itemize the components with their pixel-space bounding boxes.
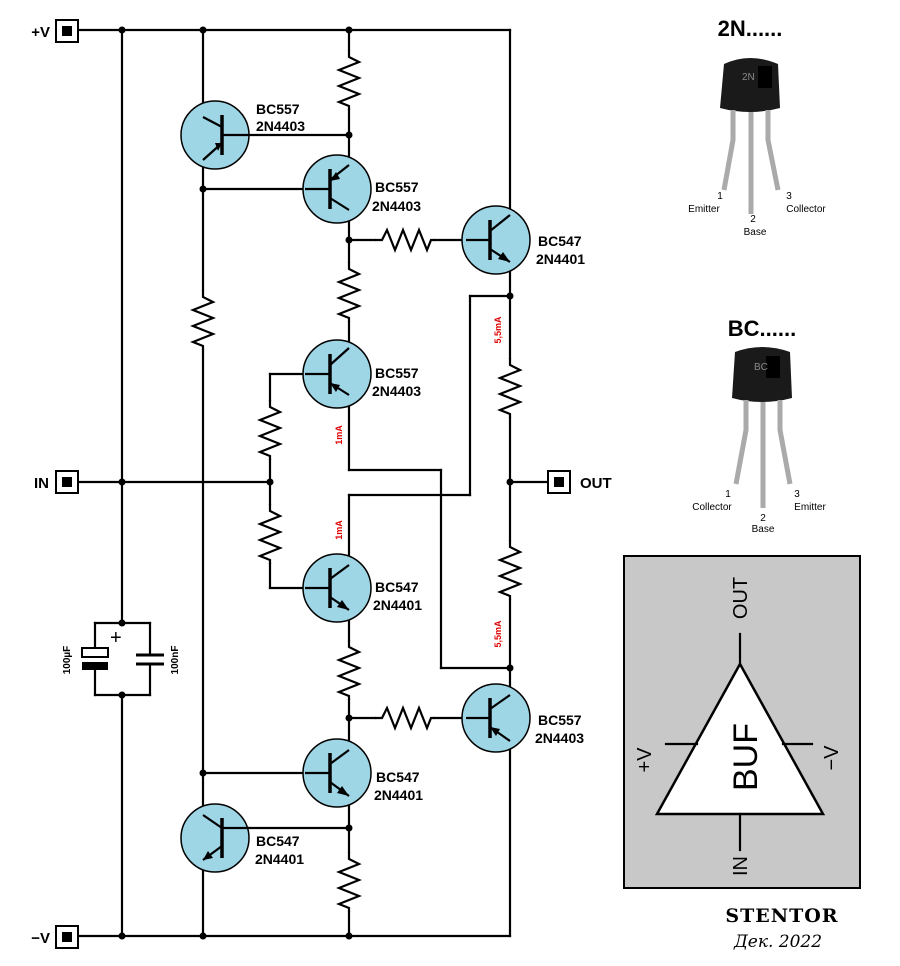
q7-name: BC547 — [376, 769, 420, 785]
resistors — [190, 50, 523, 912]
buffer-in-label: IN — [730, 856, 752, 876]
resistor-r8 — [497, 540, 523, 600]
terminal-vminus-label: −V — [31, 930, 50, 947]
package-2n-pin3: Collector — [786, 204, 826, 215]
resistor-r10 — [375, 705, 435, 731]
svg-text:1: 1 — [717, 191, 723, 202]
q7-alt: 2N4401 — [374, 787, 423, 803]
q4-name: BC557 — [375, 365, 419, 381]
svg-text:2: 2 — [760, 513, 766, 524]
current-upper-output: 5,5mA — [493, 316, 503, 344]
buffer-out-label: OUT — [730, 577, 752, 619]
current-upper-input: 1mA — [334, 425, 344, 445]
resistor-r5 — [257, 400, 283, 460]
resistor-r7 — [257, 504, 283, 564]
q1-name: BC557 — [256, 101, 300, 117]
transistor-q4 — [302, 339, 372, 409]
package-bc-pin3: Emitter — [794, 502, 826, 513]
cap-polarity-label: + — [110, 627, 122, 649]
q8-name: BC547 — [256, 833, 300, 849]
svg-text:2: 2 — [750, 214, 756, 225]
q4-alt: 2N4403 — [372, 383, 421, 399]
q1-alt: 2N4403 — [256, 118, 305, 134]
transistor-q1 — [180, 100, 250, 170]
buffer-vminus-label: −V — [821, 745, 843, 771]
q3-alt: 2N4401 — [536, 251, 585, 267]
package-2n-marking: 2N — [742, 72, 755, 83]
cap-ceramic-label: 100nF — [170, 646, 181, 675]
q2-alt: 2N4403 — [372, 198, 421, 214]
terminal-output-label: OUT — [580, 475, 612, 492]
current-lower-output: 5,5mA — [493, 620, 503, 648]
buffer-label: BUF — [727, 723, 765, 791]
svg-text:3: 3 — [786, 191, 792, 202]
buffer-symbol: BUF OUT IN +V −V — [623, 555, 861, 889]
terminal-vplus-label: +V — [31, 24, 50, 41]
svg-text:3: 3 — [794, 489, 800, 500]
package-bc-pin2: Base — [752, 524, 775, 535]
q5-alt: 2N4401 — [373, 597, 422, 613]
package-2n: 2N...... 2N 1 Emitter 2 Base 3 Collector — [688, 16, 826, 238]
transistor-q7 — [302, 738, 372, 808]
transistor-q3 — [461, 205, 531, 275]
svg-text:1: 1 — [725, 489, 731, 500]
q6-name: BC557 — [538, 712, 582, 728]
electrolytic-capacitor — [81, 647, 109, 658]
q2-name: BC557 — [375, 179, 419, 195]
resistor-r11 — [336, 852, 362, 912]
current-lower-input: 1mA — [334, 520, 344, 540]
package-bc-marking: BC — [754, 362, 768, 373]
terminal-input-label: IN — [34, 475, 49, 492]
credits: STENTOR Дек. 2022 — [725, 905, 838, 952]
date: Дек. 2022 — [733, 932, 822, 952]
resistor-r4 — [375, 227, 435, 253]
current-labels: 1mA 1mA 5,5mA 5,5mA — [334, 316, 503, 648]
terminal-input[interactable]: IN — [34, 470, 79, 494]
terminal-output[interactable]: OUT — [547, 470, 612, 494]
terminal-vminus[interactable]: −V — [31, 925, 79, 949]
capacitors: + 100µF 100nF — [62, 621, 181, 697]
author: STENTOR — [725, 905, 838, 927]
transistor-q8 — [180, 803, 250, 873]
package-2n-pin2: Base — [744, 227, 767, 238]
transistor-q6 — [461, 683, 531, 753]
package-bc-pin1: Collector — [692, 502, 732, 513]
package-bc-title: BC...... — [728, 316, 796, 341]
terminal-vplus[interactable]: +V — [31, 19, 79, 43]
transistor-q5 — [302, 553, 372, 623]
q8-alt: 2N4401 — [255, 851, 304, 867]
transistor-q2 — [302, 154, 372, 224]
resistor-r6 — [497, 358, 523, 418]
resistor-r2 — [190, 290, 216, 350]
resistor-r9 — [336, 640, 362, 700]
package-2n-title: 2N...... — [718, 16, 783, 41]
q5-name: BC547 — [375, 579, 419, 595]
resistor-r1 — [336, 50, 362, 110]
buffer-vplus-label: +V — [634, 747, 656, 773]
package-2n-pin1: Emitter — [688, 204, 720, 215]
resistor-r3 — [336, 262, 362, 322]
package-bc: BC...... BC 1 Collector 2 Base 3 Emitter — [692, 316, 826, 535]
q3-name: BC547 — [538, 233, 582, 249]
transistor-labels: BC557 2N4403 BC557 2N4403 BC547 2N4401 B… — [255, 101, 585, 867]
q6-alt: 2N4403 — [535, 730, 584, 746]
cap-electrolytic-label: 100µF — [62, 646, 73, 675]
